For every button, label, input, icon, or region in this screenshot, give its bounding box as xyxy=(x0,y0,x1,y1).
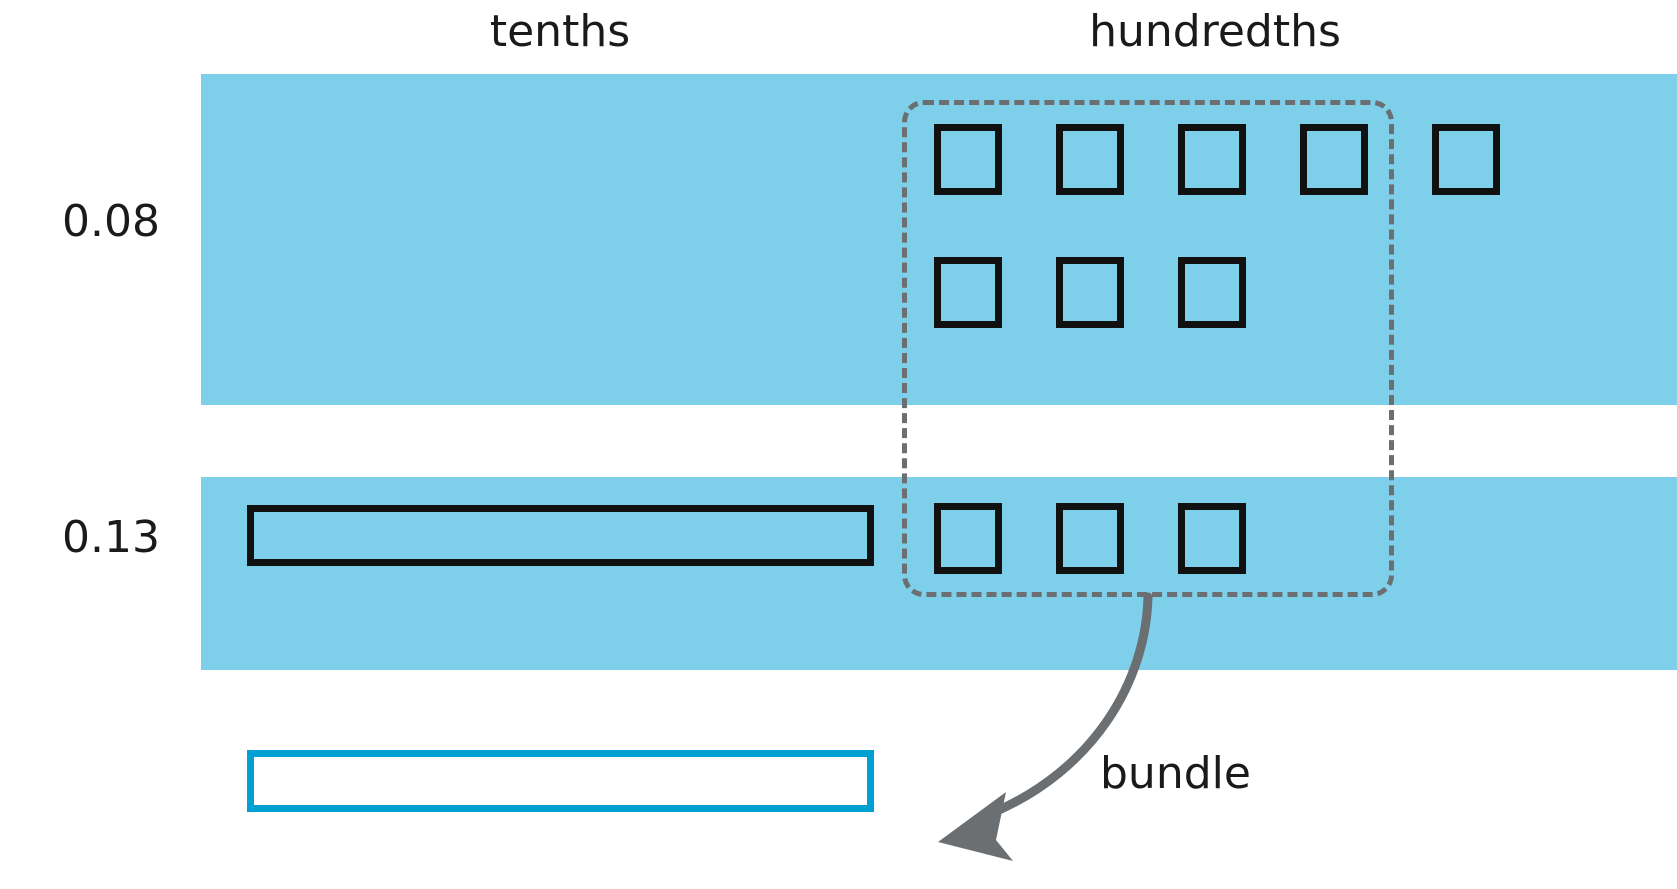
unit-square xyxy=(1056,257,1124,328)
unit-square xyxy=(1300,124,1368,195)
row-label-008: 0.08 xyxy=(62,196,160,247)
unit-square xyxy=(1178,124,1246,195)
bundle-arrow-icon xyxy=(938,592,1153,861)
row-label-013: 0.13 xyxy=(62,512,160,563)
unit-square xyxy=(1056,124,1124,195)
unit-square xyxy=(1178,257,1246,328)
unit-square xyxy=(1432,124,1500,195)
unit-square xyxy=(934,257,1002,328)
unit-square xyxy=(1178,503,1246,574)
column-header-hundredths: hundredths xyxy=(1089,6,1341,57)
bundled-tenth-strip xyxy=(247,750,874,812)
column-header-tenths: tenths xyxy=(489,6,631,57)
tenth-strip-013 xyxy=(247,505,874,566)
bundle-caption-label: bundle xyxy=(1100,748,1251,799)
unit-square xyxy=(1056,503,1124,574)
unit-square xyxy=(934,124,1002,195)
unit-square xyxy=(934,503,1002,574)
